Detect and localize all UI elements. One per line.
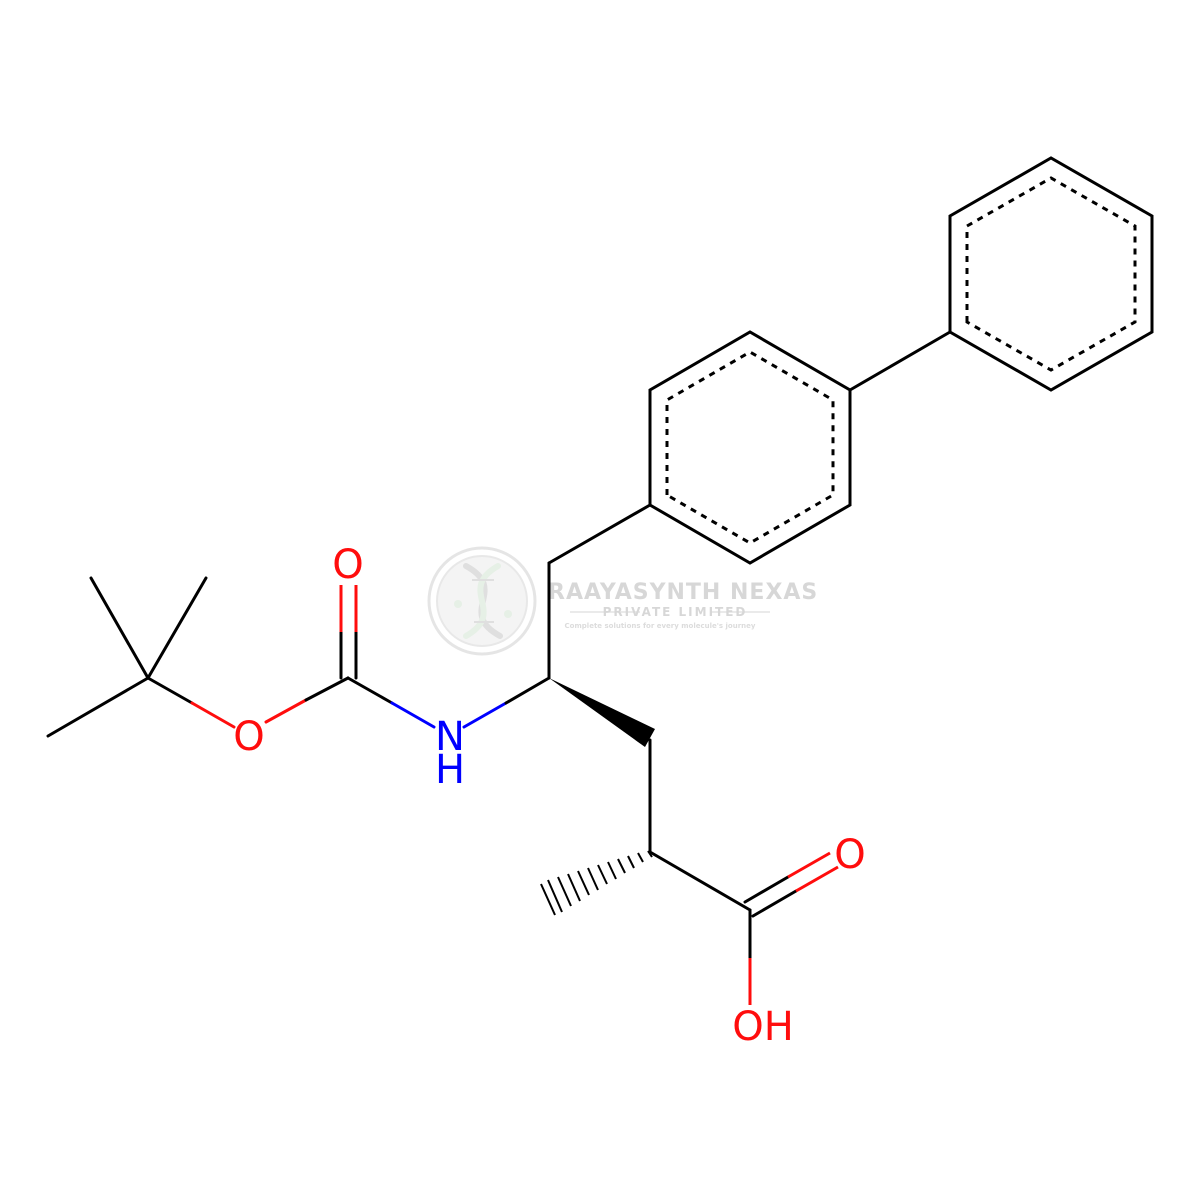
- atom-label-o-carbonyl: O: [332, 542, 363, 588]
- atom-label-n: N: [435, 714, 465, 760]
- watermark-tagline: Complete solutions for every molecule's …: [565, 622, 756, 630]
- phenyl-ring-b: [948, 156, 1154, 392]
- atom-label-h: H: [435, 747, 465, 793]
- watermark-company: RAAYASYNTH NEXAS: [548, 580, 818, 605]
- watermark-subtitle: PRIVATE LIMITED: [603, 605, 748, 619]
- atom-label-o-ester: O: [233, 714, 264, 760]
- atom-label-o-acid: O: [834, 832, 865, 878]
- watermark: RAAYASYNTH NEXAS PRIVATE LIMITED Complet…: [427, 546, 818, 656]
- phenyl-ring-a: [648, 330, 852, 565]
- boc-carbamate: [264, 585, 551, 729]
- backbone-chain: [540, 503, 839, 1005]
- atom-label-oh: OH: [732, 1004, 794, 1050]
- dna-helix-logo-icon: [427, 546, 537, 656]
- tert-butyl-group: [46, 576, 236, 738]
- biaryl-bond: [848, 330, 952, 392]
- wedge-bond: [549, 678, 655, 747]
- hashed-methyl-bond: [540, 850, 653, 916]
